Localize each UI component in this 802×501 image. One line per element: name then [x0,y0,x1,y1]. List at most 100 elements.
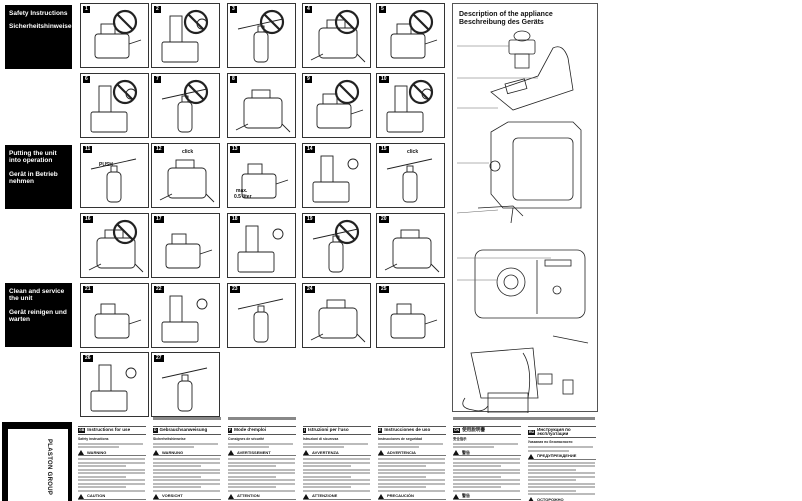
caution-heading: ATTENZIONE [303,493,371,500]
step-illustration [90,364,137,412]
step-illustration [237,298,284,343]
step-number: 4 [305,6,312,13]
step-number: 25 [379,286,389,293]
step-illustration [161,9,209,63]
step-illustration [161,79,209,133]
step-panel: 18 [227,213,296,278]
section-title-de: Sicherheitshinweise [9,23,72,31]
step-illustration [88,219,144,273]
warning-icon [378,450,384,456]
step-label-volume: 0.5 liter [234,194,252,200]
warning-icon [453,450,459,456]
step-illustration [316,79,364,129]
warning-icon [453,493,459,499]
caution-heading: PRECAUCIÓN [378,493,446,500]
caution-heading: ATTENTION [228,493,296,500]
warning-label: 警告 [462,449,470,455]
step-panel: 20 [376,213,445,278]
step-number: 5 [379,6,386,13]
warning-icon [153,493,159,499]
step-panel: 8 [227,73,296,138]
caution-label: ATTENTION [237,493,260,499]
step-label-push: PUSH [99,162,113,168]
step-illustration [390,9,438,59]
step-illustration [161,367,208,412]
divider [153,417,221,420]
safety-subheading: Safety instructions [78,437,109,441]
step-number: 6 [83,76,90,83]
section-title-en: Safety Instructions [9,10,68,17]
warning-label: ADVERTENCIA [387,449,416,455]
step-illustration [390,303,438,339]
step-number: 11 [83,146,93,153]
caution-label: 警告 [462,493,470,499]
language-title: Gebrauchsanweisung [159,427,208,433]
step-number: 23 [230,286,240,293]
language-code: I [303,428,306,433]
step-number: 2 [154,6,161,13]
language-title: Mode d'emploi [234,427,267,433]
warning-heading: ПРЕДУПРЕЖДЕНИЕ [528,453,596,460]
step-number: 9 [305,76,312,83]
warning-icon [303,493,309,499]
step-number: 8 [230,76,237,83]
step-panel: 25 [376,283,445,348]
safety-subheading: Указания по безопасности [528,440,573,445]
caution-label: ATTENZIONE [312,493,338,499]
safety-subheading: Consignes de sécurité [228,437,265,441]
step-panel: 3 [227,3,296,68]
caution-heading: VORSICHT [153,493,221,500]
step-number: 17 [154,216,164,223]
caution-label: PRECAUCIÓN [387,493,414,499]
warning-label: AVERTISSEMENT [237,449,271,455]
step-illustration [94,303,142,339]
step-panel: 24 [302,283,371,348]
language-title: 使用說明書 [462,427,486,433]
step-number: 1 [83,6,90,13]
step-illustration [310,9,366,63]
step-illustration [241,163,289,199]
step-panel: 22 [151,283,220,348]
section-title-en: Putting the unit into operation [9,150,57,165]
section-title-de: Gerät in Betrieb nehmen [9,170,58,186]
warning-heading: ADVERTENCIA [378,449,446,457]
warning-label: AVVERTENZA [312,449,339,455]
language-title: Istruzioni per l'uso [307,427,349,433]
step-number: 13 [230,146,240,153]
step-panel: 6 [80,73,149,138]
warning-icon [528,453,534,459]
step-label-click: click [407,149,419,155]
warning-icon [78,450,84,456]
step-number: 21 [83,286,93,293]
step-illustration [386,158,433,203]
step-illustration [312,219,360,273]
step-panel: 7 [151,73,220,138]
step-panel: 2 [151,3,220,68]
warning-icon [228,493,234,499]
safety-subheading: Instrucciones de seguridad [378,437,423,441]
step-illustration [90,79,138,133]
step-illustration [165,233,213,269]
step-label-max: max. [236,188,248,194]
step-panel: 10 [376,73,445,138]
caution-heading: CAUTION [78,493,146,500]
step-number: 14 [305,146,315,153]
caution-heading: ОСТОРОЖНО [528,497,596,501]
safety-subheading: Istruzioni di sicurezza [303,437,339,441]
warning-heading: 警告 [453,449,521,457]
